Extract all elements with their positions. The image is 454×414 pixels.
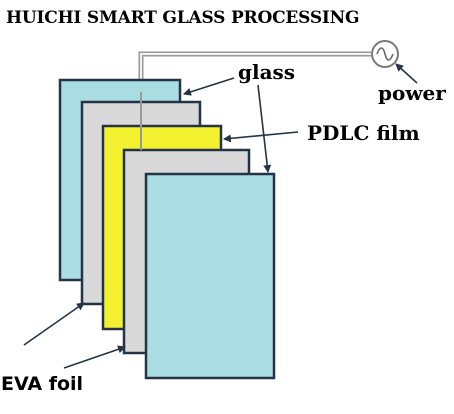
pdlc-arrow bbox=[223, 131, 299, 143]
ac-source-icon bbox=[371, 40, 399, 68]
eva-foil-label: EVA foil bbox=[1, 373, 83, 395]
power-arrow bbox=[395, 63, 418, 84]
pdlc-film-label: PDLC film bbox=[307, 121, 420, 145]
glass-label: glass bbox=[238, 60, 295, 84]
glass-panel-front bbox=[144, 172, 276, 380]
diagram-title: HUICHI SMART GLASS PROCESSING bbox=[6, 8, 359, 28]
glass-arrows bbox=[183, 77, 272, 173]
eva-arrows bbox=[23, 302, 126, 369]
power-label: power bbox=[378, 81, 446, 105]
